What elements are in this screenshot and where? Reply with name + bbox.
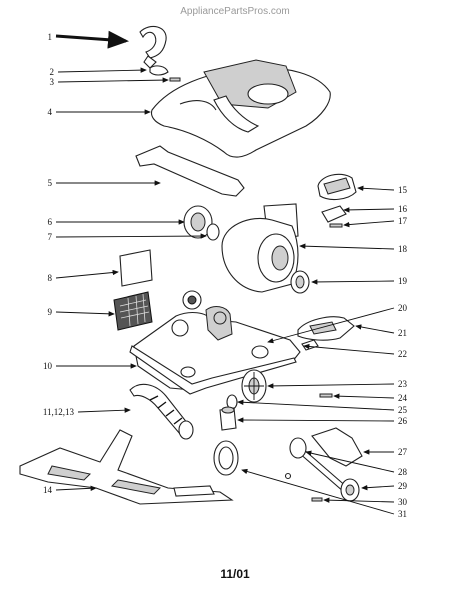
part-bearing-rings — [183, 205, 220, 241]
callout-17: 17 — [398, 216, 408, 226]
part-filter-pad — [119, 249, 153, 287]
callout-30: 30 — [398, 497, 408, 507]
part-clip-and-screw — [149, 65, 181, 82]
callout-21: 21 — [398, 328, 407, 338]
part-front-wheels — [284, 427, 363, 502]
part-bumper-guard — [135, 145, 245, 197]
callout-26: 26 — [398, 416, 408, 426]
part-release-button — [317, 173, 357, 228]
callout-28: 28 — [398, 467, 408, 477]
callout-6: 6 — [48, 217, 53, 227]
part-latch-pedal — [297, 316, 355, 351]
part-handle-grip — [139, 25, 167, 69]
callout-7: 7 — [48, 232, 53, 242]
part-rear-wheel — [241, 369, 333, 403]
part-base-housing — [129, 290, 301, 395]
callout-5: 5 — [48, 178, 53, 188]
callout-20: 20 — [398, 303, 408, 313]
callout-29: 29 — [398, 481, 408, 491]
part-hood-cover — [150, 59, 331, 158]
callout-2: 2 — [50, 67, 55, 77]
part-fan-ring — [290, 270, 310, 294]
callout-8: 8 — [48, 273, 53, 283]
watermark-text: AppliancePartsPros.com — [180, 6, 290, 17]
part-base-plate — [19, 429, 234, 505]
callout-10: 10 — [43, 361, 53, 371]
callout-18: 18 — [398, 244, 408, 254]
part-grill-filter — [113, 291, 153, 331]
callout-31: 31 — [398, 509, 407, 519]
callout-27: 27 — [398, 447, 408, 457]
callout-14: 14 — [43, 485, 53, 495]
callout-24: 24 — [398, 393, 408, 403]
callout-3: 3 — [50, 77, 55, 87]
callout-22: 22 — [398, 349, 407, 359]
callout-11-12-13: 11,12,13 — [43, 407, 75, 417]
callout-25: 25 — [398, 405, 408, 415]
callout-15: 15 — [398, 185, 408, 195]
footer-date: 11/01 — [220, 567, 250, 581]
part-motor — [221, 203, 299, 293]
part-belt — [213, 440, 239, 476]
part-brushroll — [129, 383, 194, 440]
callout-23: 23 — [398, 379, 408, 389]
leader-lines — [55, 30, 395, 515]
callout-9: 9 — [48, 307, 53, 317]
part-bearing-rod — [219, 394, 238, 431]
callout-1: 1 — [48, 32, 53, 42]
callout-4: 4 — [48, 107, 53, 117]
callout-19: 19 — [398, 276, 408, 286]
callout-labels: 1 2 3 4 5 6 7 8 9 10 11,12,13 14 15 16 1… — [43, 32, 408, 519]
callout-16: 16 — [398, 204, 408, 214]
